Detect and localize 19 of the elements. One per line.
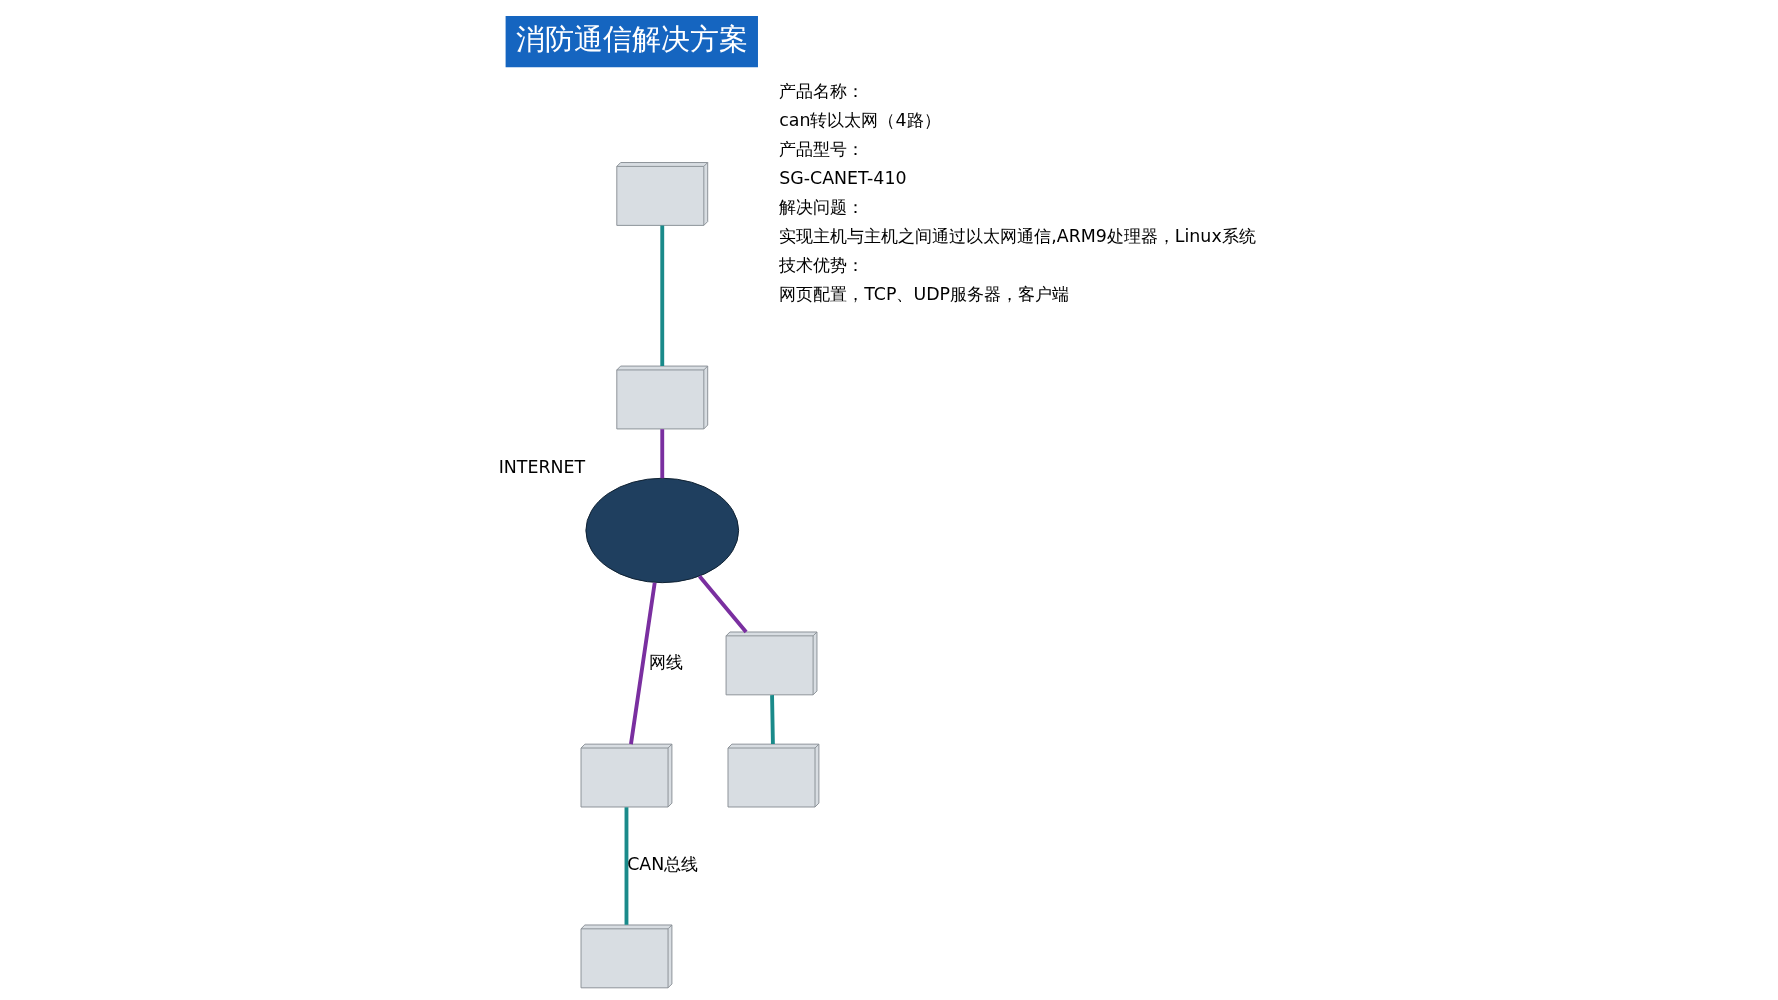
edge-label: CAN总线 (627, 854, 699, 875)
label: SG-CANET-410 (779, 167, 907, 188)
connector (629, 582, 657, 745)
label: 产品型号： (779, 138, 865, 159)
connector (770, 695, 775, 745)
connector (660, 429, 665, 479)
node-cloud (585, 477, 740, 584)
label: 解决问题： (779, 196, 865, 217)
label: 技术优势： (779, 254, 865, 275)
label: 网页配置，TCP、UDP服务器，客户端 (779, 283, 1070, 304)
label: 产品名称： (779, 80, 865, 101)
diagram-title: 消防通信解决方案 (515, 22, 748, 57)
connector (624, 807, 629, 925)
label: can转以太网（4路） (779, 109, 941, 130)
edge-label: 网线 (648, 651, 683, 672)
node-label: INTERNET (498, 456, 586, 477)
connector (660, 225, 665, 366)
connector (698, 574, 748, 634)
label: 实现主机与主机之间通过以太网通信,ARM9处理器，Linux系统 (779, 225, 1256, 246)
